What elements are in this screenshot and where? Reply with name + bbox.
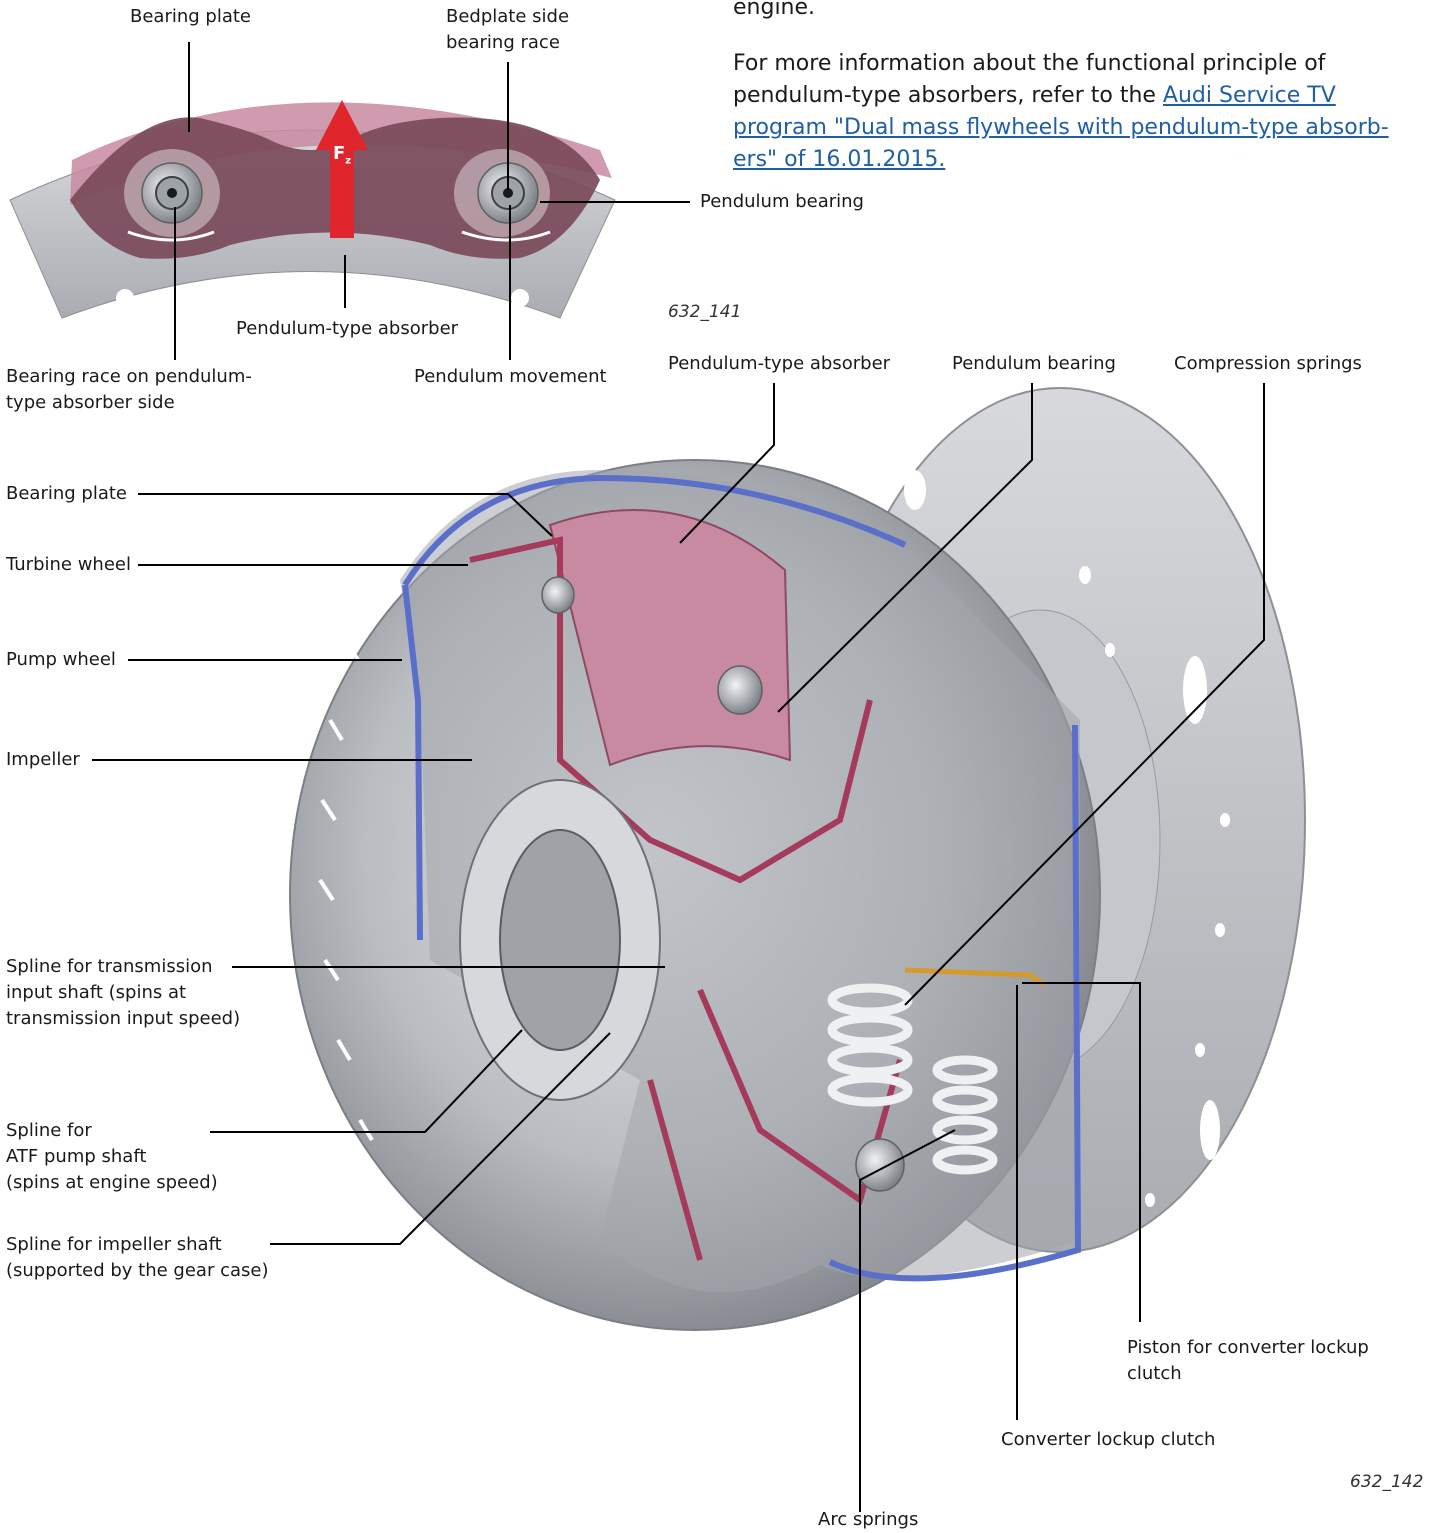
figure1-pendulum-detail <box>10 42 690 360</box>
label2-turbine-wheel: Turbine wheel <box>6 552 131 578</box>
label-pendulum-movement: Pendulum movement <box>414 364 607 390</box>
label2-piston-1: Piston for converter lockup <box>1127 1335 1369 1361</box>
spline-ring-inner <box>500 830 620 1050</box>
figure2-id: 632_142 <box>1350 1472 1423 1492</box>
label2-bearing-plate: Bearing plate <box>6 481 127 507</box>
label-race-absorber-2: type absorber side <box>6 390 175 416</box>
label-bearing-plate: Bearing plate <box>130 4 251 30</box>
label2-arc-springs: Arc springs <box>818 1507 918 1533</box>
label2-impeller: Impeller <box>6 747 80 773</box>
figure1-id: 632_141 <box>668 302 741 322</box>
force-label: Fz <box>333 143 351 167</box>
label-bedplate-race-2: bearing race <box>446 30 560 56</box>
mounting-hole <box>511 289 529 307</box>
label-pendulum-absorber: Pendulum-type absorber <box>236 316 458 342</box>
pendulum-bearing-left <box>124 149 220 237</box>
label2-compression-springs: Compression springs <box>1174 351 1362 377</box>
label2-lockup-clutch: Converter lockup clutch <box>1001 1427 1215 1453</box>
label-race-absorber-1: Bearing race on pendulum- <box>6 364 252 390</box>
label2-spline-impeller-2: (supported by the gear case) <box>6 1258 268 1284</box>
label2-spline-input-3: transmission input speed) <box>6 1006 240 1032</box>
label2-piston-2: clutch <box>1127 1361 1182 1387</box>
label2-spline-atf-1: Spline for <box>6 1118 92 1144</box>
mounting-hole <box>116 289 134 307</box>
label2-spline-atf-2: ATF pump shaft <box>6 1144 146 1170</box>
label-pendulum-bearing: Pendulum bearing <box>700 189 864 215</box>
label2-pendulum-bearing: Pendulum bearing <box>952 351 1116 377</box>
label2-spline-impeller-1: Spline for impeller shaft <box>6 1232 222 1258</box>
figure2-torque-converter <box>92 383 1305 1512</box>
label-bedplate-race-1: Bedplate side <box>446 4 569 30</box>
label2-spline-input-2: input shaft (spins at <box>6 980 186 1006</box>
intro-tail-text: engine. <box>733 0 1423 24</box>
pendulum-bearing-right <box>454 149 550 237</box>
label2-spline-atf-3: (spins at engine speed) <box>6 1170 218 1196</box>
label2-pendulum-absorber: Pendulum-type absorber <box>668 351 890 377</box>
info-paragraph: For more information about the functiona… <box>733 48 1423 176</box>
label2-spline-input-1: Spline for transmission <box>6 954 213 980</box>
label2-pump-wheel: Pump wheel <box>6 647 116 673</box>
